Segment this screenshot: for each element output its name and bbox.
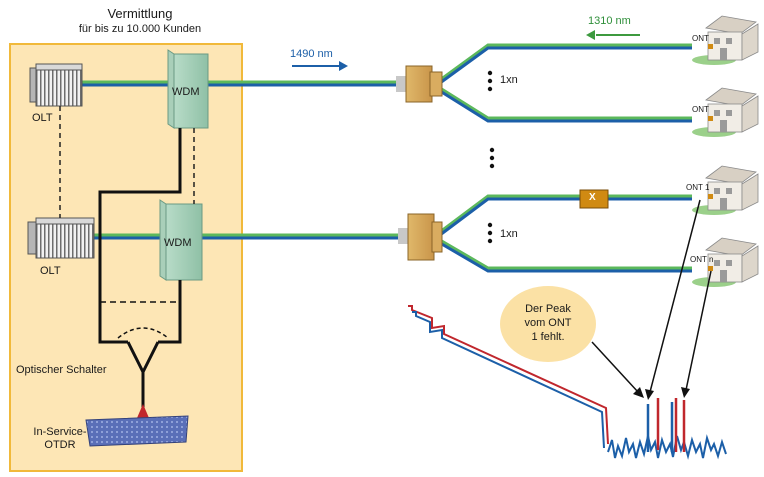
ont-label-3: ONT 1 xyxy=(686,183,710,192)
otdr-noise-floor xyxy=(607,434,727,460)
ont-label-4: ONT n xyxy=(690,255,714,264)
fault-marker xyxy=(579,189,609,209)
title-line-2: für bis zu 10.000 Kunden xyxy=(78,23,202,35)
title-line-1: Vermittlung xyxy=(107,6,173,21)
arrow-1310 xyxy=(586,30,640,40)
otdr-peaks xyxy=(646,398,686,452)
splitter-top-icon xyxy=(396,65,443,103)
house-icons xyxy=(692,15,759,287)
otdr-icon xyxy=(85,404,189,447)
pointer-lines xyxy=(591,199,712,400)
splitter-bottom-icon xyxy=(398,213,443,261)
fiber-bottom-trunk xyxy=(94,233,404,240)
callout-line-2: vom ONT xyxy=(524,317,572,330)
fault-marker-label: X xyxy=(589,192,596,203)
splitter-bottom-ratio: 1xn xyxy=(500,228,518,240)
olt-bottom-icon xyxy=(27,217,95,259)
ont-label-1: ONT xyxy=(692,34,709,43)
otdr-trace xyxy=(408,305,609,449)
olt-top-label: OLT xyxy=(32,112,53,124)
wdm-top-label: WDM xyxy=(172,86,200,98)
wavelength-1310-label: 1310 nm xyxy=(588,15,631,27)
otdr-label-line-1: In-Service- xyxy=(33,426,87,438)
ellipsis-dots xyxy=(487,70,495,244)
switch-label: Optischer Schalter xyxy=(16,364,107,376)
ont-label-2: ONT xyxy=(692,105,709,114)
arrow-1490 xyxy=(292,61,348,71)
otdr-label: In-Service- OTDR xyxy=(30,426,90,451)
wavelength-1490-label: 1490 nm xyxy=(290,48,333,60)
olt-top-icon xyxy=(29,63,83,107)
callout-bubble: Der Peak vom ONT 1 fehlt. xyxy=(500,286,596,362)
splitter-top-ratio: 1xn xyxy=(500,74,518,86)
switch-arc xyxy=(117,327,169,339)
wdm-bottom-icon xyxy=(159,199,203,281)
callout-line-1: Der Peak xyxy=(525,303,571,316)
drop-fibers-top xyxy=(439,43,692,123)
olt-bottom-label: OLT xyxy=(40,265,61,277)
wdm-bottom-label: WDM xyxy=(164,237,192,249)
otdr-label-line-2: OTDR xyxy=(44,438,76,451)
callout-line-3: 1 fehlt. xyxy=(531,330,565,343)
wdm-top-icon xyxy=(167,49,209,129)
drop-fibers-bottom xyxy=(439,194,692,273)
diagram-title: Vermittlung für bis zu 10.000 Kunden xyxy=(30,6,250,35)
switch-wiring xyxy=(98,128,182,408)
fiber-top-trunk xyxy=(82,80,404,87)
